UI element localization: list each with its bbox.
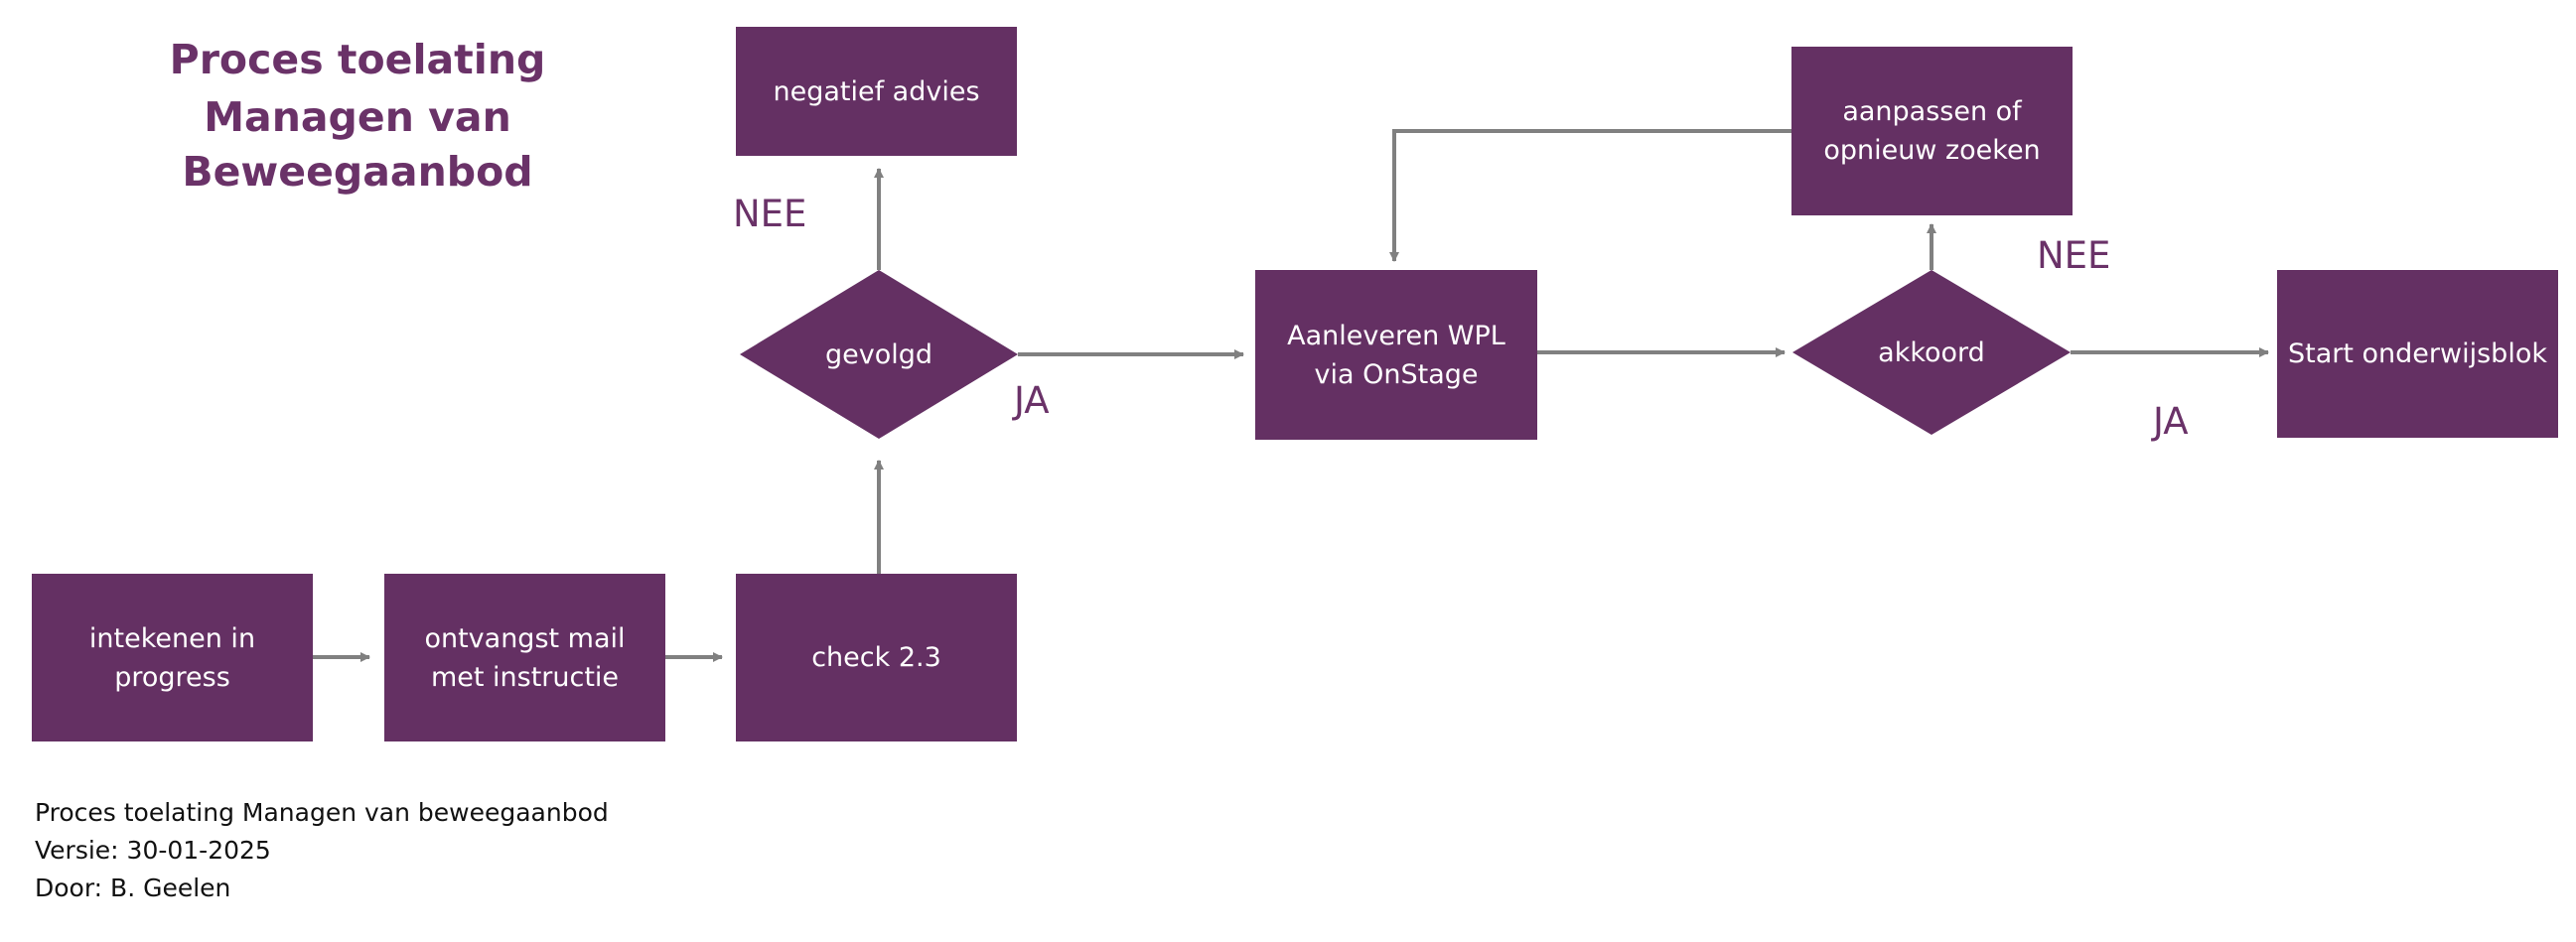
- box-negatief-advies: negatief advies: [736, 27, 1017, 156]
- diamond-akkoord-label: akkoord: [1878, 336, 1985, 368]
- footer-author: Door: B. Geelen: [35, 874, 231, 902]
- label-gevolgd-ja: JA: [1014, 379, 1050, 422]
- label-akkoord-ja: JA: [2153, 400, 2189, 443]
- box-aanpassen: aanpassen of opnieuw zoeken: [1791, 47, 2073, 215]
- footer-version: Versie: 30-01-2025: [35, 836, 271, 865]
- box-intekenen: intekenen in progress: [32, 574, 313, 741]
- box-ontvangst: ontvangst mail met instructie: [384, 574, 665, 741]
- diagram-title-line1: Proces toelating: [169, 36, 546, 83]
- arrow-aanpassen-to-aanleveren: [1389, 129, 1791, 262]
- label-gevolgd-nee: NEE: [733, 193, 807, 235]
- label-akkoord-nee: NEE: [2037, 234, 2111, 277]
- diamond-gevolgd-label: gevolgd: [824, 338, 933, 370]
- footer-title: Proces toelating Managen van beweegaanbo…: [35, 798, 609, 827]
- box-start-onderwijsblok: Start onderwijsblok: [2277, 270, 2558, 438]
- box-aanleveren: Aanleveren WPL via OnStage: [1255, 270, 1537, 440]
- box-check: check 2.3: [736, 574, 1017, 741]
- diagram-title-line2: Managen van Beweegaanbod: [182, 93, 533, 196]
